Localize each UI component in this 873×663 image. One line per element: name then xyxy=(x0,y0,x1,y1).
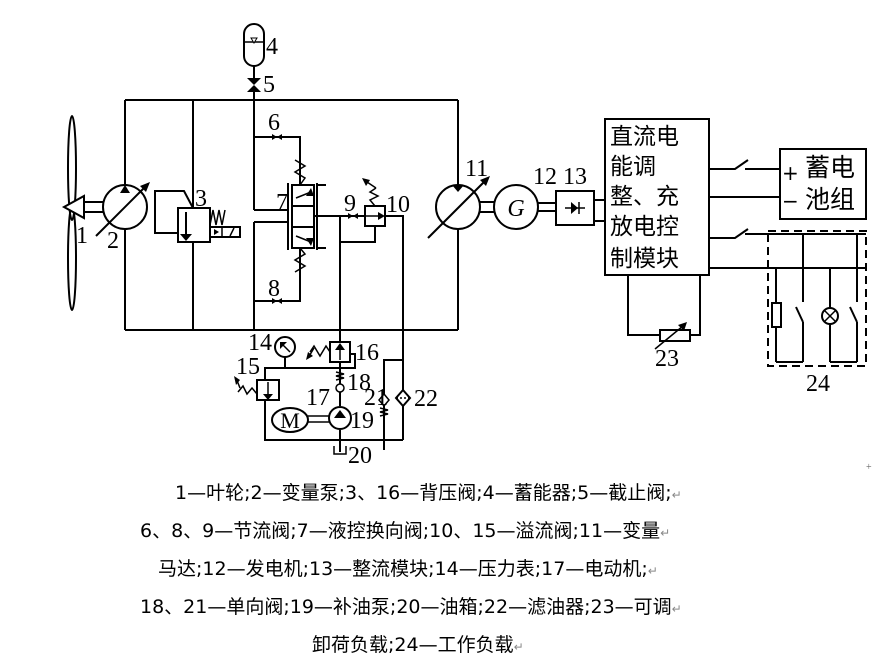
label-15: 15 xyxy=(236,354,260,380)
paragraph-mark: ↵ xyxy=(671,602,682,616)
label-19: 19 xyxy=(350,408,374,434)
label-5: 5 xyxy=(263,72,275,98)
battery-line-1: 蓄电 xyxy=(805,153,855,182)
hydraulic-wind-turbine-diagram: 1 2 3 4 xyxy=(61,23,872,470)
label-22: 22 xyxy=(414,386,438,412)
accumulator: 4 xyxy=(243,23,278,78)
control-module-line-2: 能调 xyxy=(610,154,656,180)
caption-text-3: 马达;12—发电机;13—整流模块;14—压力表;17—电动机; xyxy=(158,558,648,580)
label-11: 11 xyxy=(465,156,488,182)
charge-circuit-lines xyxy=(264,330,404,452)
throttle-valve-8: 8 xyxy=(254,248,301,304)
adjustable-dump-load: 23 xyxy=(627,275,701,372)
battery-plus: + xyxy=(782,161,799,185)
motor-symbol: M xyxy=(280,408,300,433)
label-18: 18 xyxy=(347,370,371,396)
label-2: 2 xyxy=(107,228,119,254)
control-module-line-5: 制模块 xyxy=(610,246,679,272)
control-module-line-3: 整、充 xyxy=(610,184,679,210)
paragraph-mark: ↵ xyxy=(513,640,524,654)
label-12: 12 xyxy=(533,164,557,190)
label-23: 23 xyxy=(655,346,679,372)
charge-pump: 19 xyxy=(328,406,374,434)
caption-text-4: 18、21—单向阀;19—补油泵;20—油箱;22—滤油器;23—可调 xyxy=(140,596,672,618)
back-pressure-valve-16: 16 xyxy=(306,340,379,366)
dc-control-module: 直流电 能调 整、充 放电控 制模块 xyxy=(604,118,710,276)
paragraph-mark: ↵ xyxy=(647,564,658,578)
caption-text-5: 卸荷负载;24—工作负载 xyxy=(312,634,514,656)
label-17: 17 xyxy=(306,385,330,411)
check-valve-18: 18 xyxy=(335,370,371,396)
caption-line-4: 18、21—单向阀;19—补油泵;20—油箱;22—滤油器;23—可调↵ xyxy=(140,592,682,619)
stop-valve: 5 xyxy=(247,72,275,100)
generator-symbol: G xyxy=(507,196,524,222)
label-10: 10 xyxy=(386,192,410,218)
rectifier-module: 13 xyxy=(555,164,605,226)
check-valve-21: 21 xyxy=(364,385,390,417)
caption-text-1: 1—叶轮;2—变量泵;3、16—背压阀;4—蓄能器;5—截止阀; xyxy=(175,482,672,504)
generator: G 12 xyxy=(493,164,557,230)
label-6: 6 xyxy=(268,110,280,136)
throttle-valve-9: 9 xyxy=(339,191,365,330)
label-20: 20 xyxy=(348,443,372,469)
pressure-gauge: 14 xyxy=(248,330,296,369)
label-16: 16 xyxy=(355,340,379,366)
battery-pack: + − 蓄电 池组 xyxy=(709,148,867,220)
label-7: 7 xyxy=(276,190,288,216)
battery-line-2: 池组 xyxy=(805,185,855,214)
control-module-line-4: 放电控 xyxy=(610,214,679,240)
caption-line-3: 马达;12—发电机;13—整流模块;14—压力表;17—电动机;↵ xyxy=(158,554,658,581)
control-module-line-1: 直流电 xyxy=(610,124,679,150)
relief-valve-15: 15 xyxy=(234,354,280,401)
caption-line-1: 1—叶轮;2—变量泵;3、16—背压阀;4—蓄能器;5—截止阀;↵ xyxy=(175,478,682,505)
label-9: 9 xyxy=(344,191,356,217)
caption-text-2: 6、8、9—节流阀;7—液控换向阀;10、15—溢流阀;11—变量 xyxy=(140,520,661,542)
variable-pump: 2 xyxy=(95,182,150,254)
label-1: 1 xyxy=(76,223,88,249)
electric-motor: M 17 xyxy=(271,385,330,433)
label-21: 21 xyxy=(364,385,388,411)
label-14: 14 xyxy=(248,330,272,356)
caption-line-5: 卸荷负载;24—工作负载↵ xyxy=(312,630,524,657)
label-3: 3 xyxy=(195,186,207,212)
label-13: 13 xyxy=(563,164,587,190)
label-4: 4 xyxy=(266,34,278,60)
battery-minus: − xyxy=(782,189,799,213)
stray-mark: + xyxy=(866,462,872,470)
variable-motor: 11 xyxy=(427,156,494,239)
impeller: 1 xyxy=(61,115,104,311)
throttle-valve-6: 6 xyxy=(254,110,301,185)
paragraph-mark: ↵ xyxy=(671,488,682,502)
label-24: 24 xyxy=(806,371,830,397)
label-8: 8 xyxy=(268,276,280,302)
oil-tank: 20 xyxy=(333,443,372,469)
caption-line-2: 6、8、9—节流阀;7—液控换向阀;10、15—溢流阀;11—变量↵ xyxy=(140,516,670,543)
paragraph-mark: ↵ xyxy=(660,526,671,540)
relief-valve-10: 10 xyxy=(340,178,410,330)
working-load: 24 xyxy=(709,228,867,397)
oil-filter: 22 xyxy=(394,386,438,412)
pilot-directional-valve: 7 xyxy=(254,159,340,273)
back-pressure-valve-3: 3 xyxy=(154,186,241,243)
